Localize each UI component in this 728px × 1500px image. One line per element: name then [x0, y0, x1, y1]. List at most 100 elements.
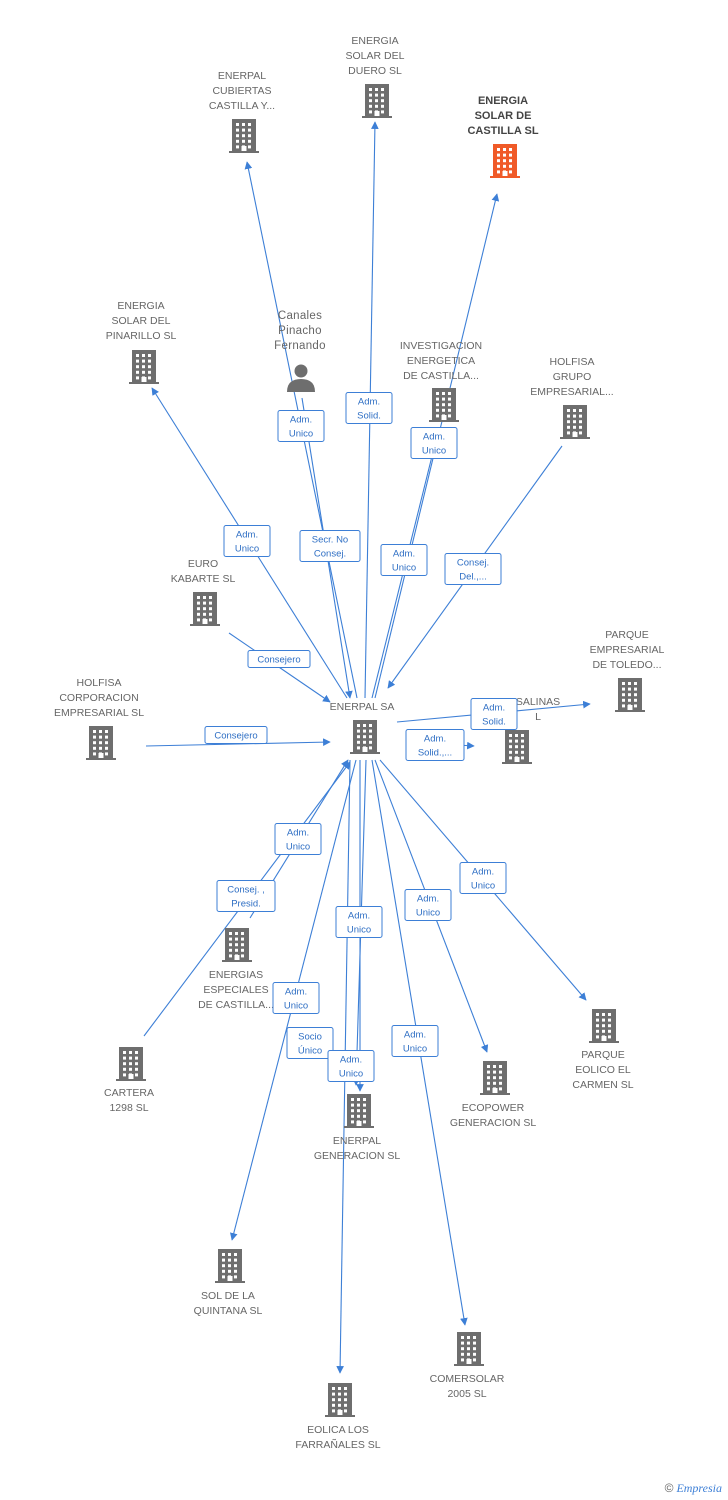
- node-label: EURO: [188, 558, 218, 570]
- building-icon: [615, 678, 645, 712]
- node-label: CORPORACION: [59, 692, 138, 704]
- node-enerpal-sa[interactable]: ENERPAL SA: [330, 701, 395, 754]
- building-icon: [86, 726, 116, 760]
- node-label: DE TOLEDO...: [592, 659, 661, 671]
- relation-text: Consej.: [457, 558, 489, 569]
- building-icon: [190, 592, 220, 626]
- relation-text: Consej.: [314, 549, 346, 560]
- relation-text: Del.,...: [459, 572, 486, 583]
- relation-label-especiales-b[interactable]: Consej. , Presid.: [216, 880, 276, 912]
- relation-text: Socio: [298, 1032, 322, 1043]
- building-icon: [560, 405, 590, 439]
- node-label: SOLAR DEL: [112, 315, 171, 327]
- relation-label-duero[interactable]: Adm. Solid.: [345, 392, 393, 424]
- relation-label-investigacion[interactable]: Adm.Unico: [380, 544, 428, 576]
- building-icon: [454, 1332, 484, 1366]
- footer-brand[interactable]: ©Empresia: [665, 1481, 722, 1496]
- node-label: SOL DE LA: [201, 1290, 255, 1302]
- node-label: Pinacho: [278, 325, 322, 337]
- building-icon: [116, 1047, 146, 1081]
- relation-text: Solid.: [482, 717, 506, 728]
- node-label: DE CASTILLA...: [198, 999, 274, 1011]
- relation-text: Adm.: [236, 530, 258, 541]
- relation-label-holfisa-corp[interactable]: Consejero: [204, 726, 268, 744]
- relation-label-ecopower[interactable]: Adm.Unico: [404, 889, 452, 921]
- relation-text: Adm.: [358, 397, 380, 408]
- relation-label-quintana[interactable]: Adm.Unico: [272, 982, 320, 1014]
- relation-text: Unico: [339, 1069, 363, 1080]
- relation-label-holfisa-grupo[interactable]: Consej. Del.,...: [444, 553, 502, 585]
- relation-text: Adm.: [417, 894, 439, 905]
- building-icon: [222, 928, 252, 962]
- node-label: Canales: [278, 310, 322, 322]
- relation-text: Solid.: [357, 411, 381, 422]
- relation-text: Adm.: [423, 432, 445, 443]
- relation-text: Consej. ,: [227, 885, 265, 896]
- building-icon: [129, 350, 159, 384]
- node-label: ESPECIALES: [203, 984, 268, 996]
- node-label: COMERSOLAR: [430, 1373, 505, 1385]
- node-label: 1298 SL: [109, 1102, 148, 1114]
- relation-text: Unico: [422, 446, 446, 457]
- relation-label-pinarillo[interactable]: Adm.Unico: [223, 525, 271, 557]
- node-label: CASTILLA SL: [467, 125, 538, 137]
- relation-text: Unico: [403, 1044, 427, 1055]
- node-label: ENERPAL: [333, 1135, 381, 1147]
- relation-label-carmen[interactable]: Adm.Unico: [459, 862, 507, 894]
- node-label: CARMEN SL: [572, 1079, 633, 1091]
- relation-text: Adm.: [472, 867, 494, 878]
- relation-label-castilla[interactable]: Adm. Unico: [410, 427, 458, 459]
- relation-label-generacion-a[interactable]: Adm.Unico: [335, 906, 383, 938]
- node-holfisa-grupo[interactable]: HOLFISAGRUPOEMPRESARIAL...: [530, 356, 614, 439]
- node-label: CASTILLA Y...: [209, 100, 275, 112]
- node-salinas[interactable]: SALINAS L: [502, 696, 560, 764]
- node-label: EMPRESARIAL...: [530, 386, 613, 398]
- relation-text: Presid.: [231, 899, 261, 910]
- relation-label-generacion-b[interactable]: Adm.Unico: [327, 1050, 375, 1082]
- building-icon: [362, 84, 392, 118]
- nodes-layer: ENERPAL SA ENERGIA SOLAR DE CASTILLA SL ENER…: [54, 35, 665, 1451]
- relation-text: Adm.: [285, 987, 307, 998]
- relation-label-comersolar[interactable]: Adm. Unico: [391, 1025, 439, 1057]
- relation-text: Unico: [289, 429, 313, 440]
- node-label: DE CASTILLA...: [403, 370, 479, 382]
- building-icon: [480, 1061, 510, 1095]
- relation-label-salinas[interactable]: Adm.Solid.,...: [405, 729, 465, 761]
- relation-text: Unico: [286, 842, 310, 853]
- node-label: L: [535, 711, 541, 723]
- node-label: ENERGIA: [351, 35, 398, 47]
- relation-label-especiales-a[interactable]: Adm.Unico: [274, 823, 322, 855]
- relation-label-toledo[interactable]: Adm.Solid.: [470, 698, 518, 730]
- node-label: ECOPOWER: [462, 1102, 525, 1114]
- node-label: ENERGETICA: [407, 355, 475, 367]
- relations-layer: Adm.UnicoAdm.Solid.Adm.UnicoAdm.UnicoSec…: [204, 392, 518, 1082]
- relation-text: Adm.: [393, 549, 415, 560]
- node-label: SALINAS: [516, 696, 560, 708]
- building-icon: [350, 720, 380, 754]
- relation-label-cubiertas[interactable]: Adm.Unico: [277, 410, 325, 442]
- relation-label-euro[interactable]: Consejero: [247, 650, 311, 668]
- node-label: INVESTIGACION: [400, 340, 482, 352]
- node-investigacion[interactable]: INVESTIGACION ENERGETICA DE CASTILLA...: [400, 340, 482, 422]
- node-label: SOLAR DE: [475, 110, 532, 122]
- node-label: EMPRESARIAL SL: [54, 707, 144, 719]
- relation-text: Adm.: [404, 1030, 426, 1041]
